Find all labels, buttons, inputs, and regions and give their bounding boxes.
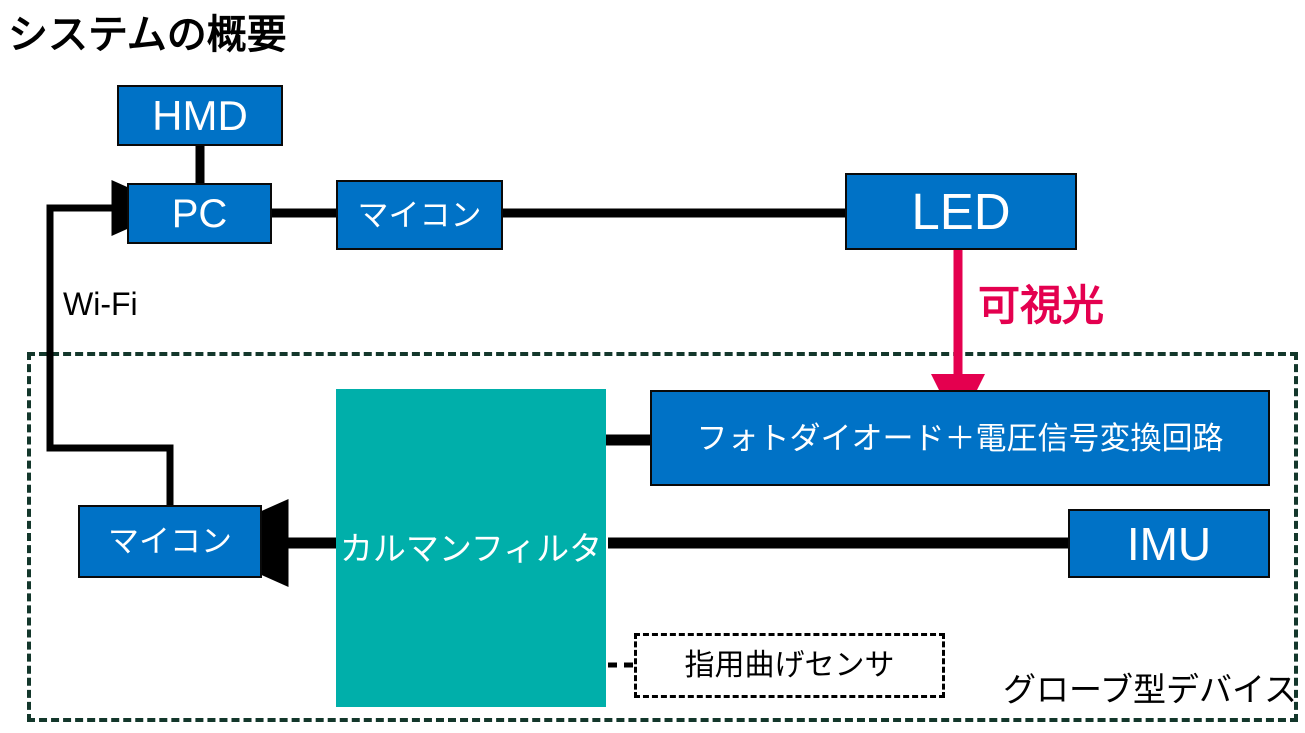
node-mcu-top[interactable]: マイコン bbox=[336, 180, 503, 250]
node-pc-label: PC bbox=[171, 191, 228, 236]
node-kalman-filter-label: カルマンフィルタ bbox=[339, 529, 603, 567]
node-mcu-bottom[interactable]: マイコン bbox=[78, 505, 262, 578]
node-photodiode-label: フォトダイオード＋電圧信号変換回路 bbox=[696, 420, 1224, 456]
node-mcu-bottom-label: マイコン bbox=[108, 524, 232, 559]
glove-device-boundary bbox=[27, 352, 1298, 722]
node-mcu-top-label: マイコン bbox=[357, 197, 482, 233]
node-led-label: LED bbox=[911, 183, 1011, 240]
label-wifi: Wi-Fi bbox=[63, 286, 138, 322]
node-led[interactable]: LED bbox=[845, 173, 1077, 250]
label-glove-device: グローブ型デバイス bbox=[1003, 671, 1298, 708]
node-bend-sensor[interactable]: 指用曲げセンサ bbox=[634, 633, 945, 698]
node-kalman-filter[interactable]: カルマンフィルタ bbox=[336, 389, 606, 707]
page-title: システムの概要 bbox=[8, 13, 287, 57]
node-imu-label: IMU bbox=[1126, 517, 1212, 570]
node-pc[interactable]: PC bbox=[127, 183, 272, 244]
node-imu[interactable]: IMU bbox=[1068, 509, 1270, 578]
node-hmd[interactable]: HMD bbox=[117, 85, 283, 146]
node-hmd-label: HMD bbox=[152, 91, 248, 139]
label-visible-light: 可視光 bbox=[978, 282, 1105, 329]
node-bend-sensor-label: 指用曲げセンサ bbox=[684, 648, 895, 682]
node-photodiode[interactable]: フォトダイオード＋電圧信号変換回路 bbox=[650, 390, 1270, 486]
